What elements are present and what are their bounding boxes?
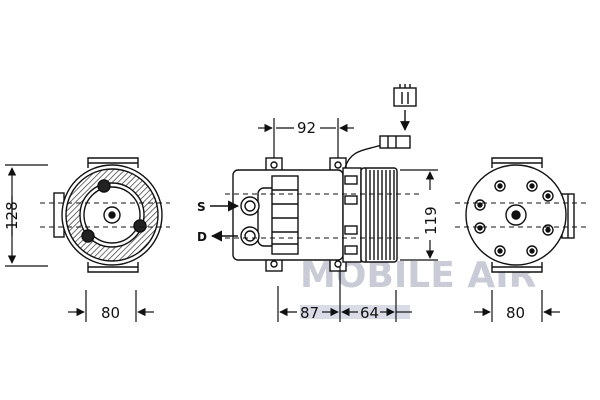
dim-top-span [258, 118, 354, 158]
dim-bottom-pulley-label: 64 [360, 304, 379, 322]
dim-left-width-label: 80 [101, 304, 120, 322]
left-rivet-2 [133, 219, 147, 233]
dim-left-width [68, 290, 154, 322]
suction-label: S [197, 200, 206, 214]
left-hub-center [108, 211, 116, 219]
middle-view [225, 84, 420, 272]
left-view [40, 157, 170, 273]
dim-top-span-label: 92 [297, 119, 316, 137]
dim-bottom [277, 266, 412, 322]
right-view [455, 157, 590, 273]
suction-port [240, 196, 260, 216]
left-rivet-1 [97, 179, 111, 193]
dim-bottom-body-label: 87 [300, 304, 319, 322]
dim-side-height-label: 119 [422, 206, 440, 235]
dim-left-height [5, 164, 48, 267]
discharge-label: D [197, 230, 207, 244]
mid-cylinder [271, 175, 299, 255]
dim-left-height-label: 128 [3, 201, 21, 230]
plug-icon [393, 87, 417, 107]
dim-right-width [474, 290, 560, 322]
left-clutch-ring [83, 186, 141, 244]
clutch-wire [344, 143, 393, 169]
wire-connector [379, 135, 411, 149]
dim-right-width-label: 80 [506, 304, 525, 322]
dim-side-height [400, 169, 438, 261]
discharge-port [240, 226, 260, 246]
left-rivet-3 [81, 229, 95, 243]
